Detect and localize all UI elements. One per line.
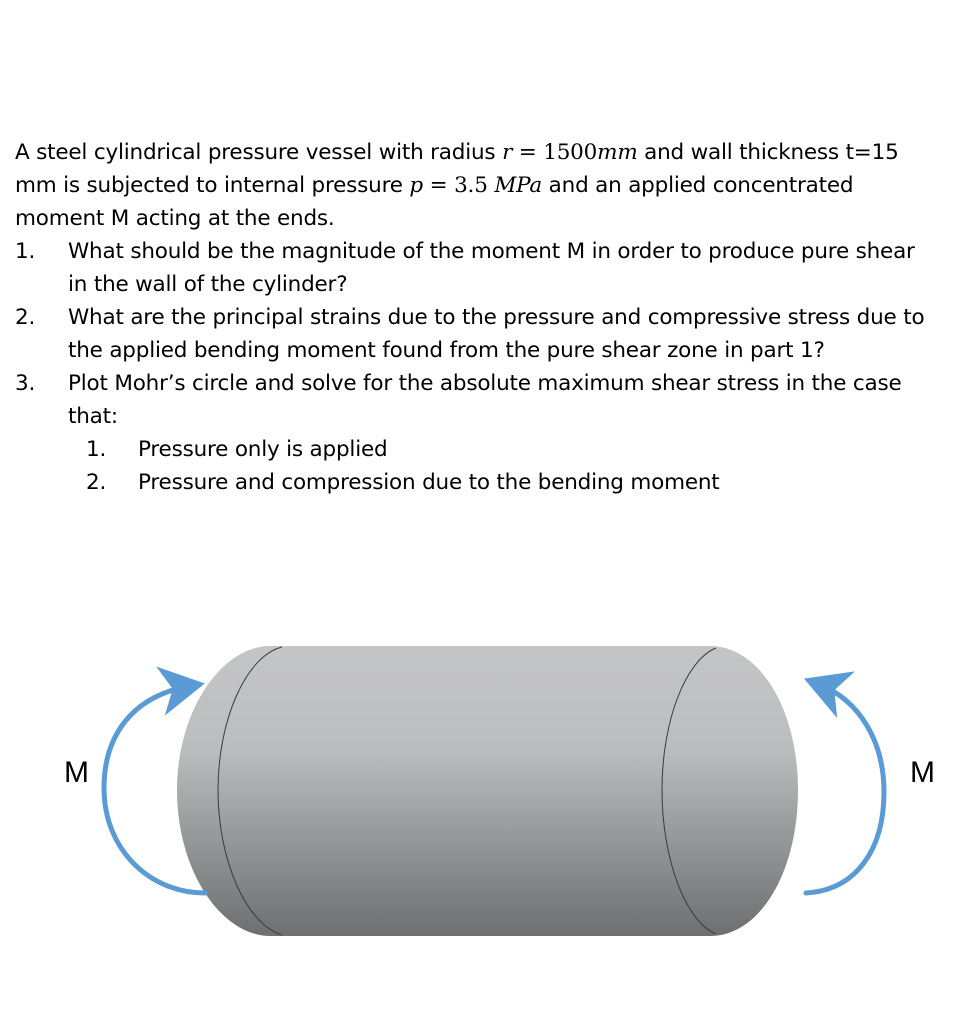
question-number: 2. (15, 305, 36, 330)
radius-value: = 1500 (512, 140, 598, 165)
pressure-variable: p (409, 173, 423, 198)
left-end-cap-seam (217, 646, 283, 936)
radius-variable: r (502, 140, 513, 165)
subitem-1: 1. Pressure only is applied (15, 433, 935, 466)
cylinder-body (177, 646, 798, 936)
cylinder (177, 646, 798, 936)
intro-text-1: A steel cylindrical pressure vessel with… (15, 140, 503, 165)
subitem-number: 1. (86, 437, 107, 462)
intro-text-2: and wall thickness t=15 mm is subjected … (15, 140, 899, 198)
subitem-text: Pressure only is applied (138, 437, 388, 462)
question-number: 1. (15, 239, 36, 264)
pressure-vessel-figure: M M (0, 560, 960, 1000)
problem-intro: A steel cylindrical pressure vessel with… (15, 136, 935, 235)
question-number: 3. (15, 371, 36, 396)
question-3: 3. Plot Mohr’s circle and solve for the … (15, 367, 935, 433)
pressure-unit: MPa (494, 173, 543, 198)
question-text: What are the principal strains due to th… (68, 305, 925, 363)
subitem-text: Pressure and compression due to the bend… (138, 470, 720, 495)
problem-statement: A steel cylindrical pressure vessel with… (15, 136, 935, 499)
question-1: 1. What should be the magnitude of the m… (15, 235, 935, 301)
left-moment-arrow (101, 666, 208, 896)
right-moment-label: M (910, 756, 935, 789)
question-text: What should be the magnitude of the mome… (68, 239, 915, 297)
intro-text-3: and an applied concentrated moment M act… (15, 173, 854, 231)
subitem-2: 2. Pressure and compression due to the b… (15, 466, 935, 499)
right-moment-arrow (803, 671, 887, 896)
left-moment-label: M (64, 756, 89, 789)
radius-expression: r = 1500mm (502, 140, 638, 165)
question-2: 2. What are the principal strains due to… (15, 301, 935, 367)
subitem-number: 2. (86, 470, 107, 495)
pressure-vessel-diagram: M M (64, 646, 935, 936)
question-text: Plot Mohr’s circle and solve for the abs… (68, 371, 902, 429)
pressure-value: = 3.5 (423, 173, 495, 198)
right-end-cap-seam (661, 647, 717, 935)
radius-unit: mm (597, 140, 638, 165)
pressure-expression: p = 3.5 MPa (409, 173, 542, 198)
